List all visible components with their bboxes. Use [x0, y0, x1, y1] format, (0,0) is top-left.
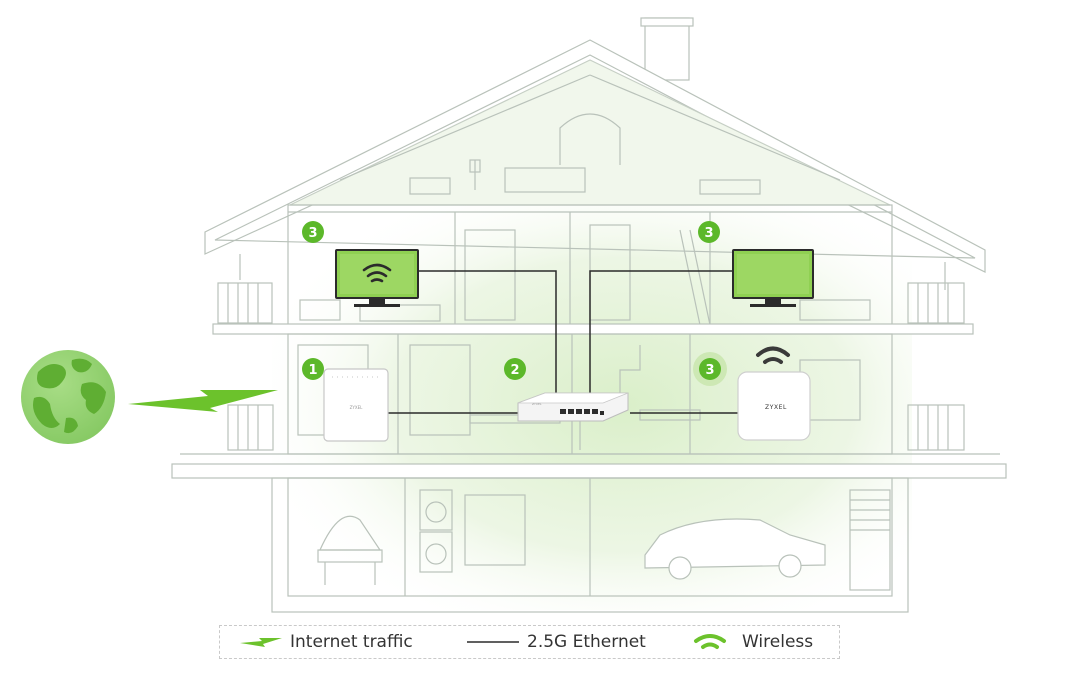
access-point-device: ZYXEL: [737, 346, 811, 441]
legend-internet-traffic-label: Internet traffic: [290, 632, 413, 652]
router-device: ZYXEL: [323, 368, 389, 442]
bolt-icon: [240, 638, 282, 647]
cable-switch-monitor-left: [418, 270, 557, 397]
line-icon: [467, 641, 519, 643]
wifi-signal-icon: [756, 346, 790, 364]
wifi-legend-icon: [694, 634, 726, 649]
svg-text:2: 2: [510, 363, 519, 378]
legend-wireless-label: Wireless: [742, 632, 814, 652]
badge-switch: 2: [504, 358, 526, 380]
legend: Internet traffic 2.5G Ethernet Wireless: [219, 625, 840, 659]
svg-text:3: 3: [705, 363, 714, 378]
router-brand: ZYXEL: [350, 405, 363, 410]
wifi-icon: [362, 263, 392, 283]
switch-brand: ZYXEL: [532, 402, 542, 406]
globe-icon: [21, 350, 115, 444]
legend-wireless: Wireless: [690, 626, 813, 658]
svg-text:3: 3: [704, 226, 713, 241]
svg-text:1: 1: [308, 363, 317, 378]
legend-ethernet-label: 2.5G Ethernet: [527, 632, 646, 652]
legend-internet-traffic: Internet traffic: [240, 626, 413, 658]
badge-monitor-left: 3: [302, 221, 324, 243]
internet-traffic-bolt: [128, 390, 278, 412]
ethernet-cables: [383, 270, 738, 414]
switch-device: ZYXEL: [517, 392, 629, 422]
monitor-right: [732, 249, 814, 307]
monitor-left: [335, 249, 419, 307]
badge-access-point: 3: [693, 352, 727, 386]
house: [171, 17, 1007, 613]
badge-router: 1: [302, 358, 324, 380]
ap-brand: ZYXEL: [765, 404, 787, 411]
badge-monitor-right: 3: [698, 221, 720, 243]
svg-text:3: 3: [308, 226, 317, 241]
cable-switch-monitor-right: [589, 270, 735, 397]
legend-ethernet: 2.5G Ethernet: [467, 626, 646, 658]
